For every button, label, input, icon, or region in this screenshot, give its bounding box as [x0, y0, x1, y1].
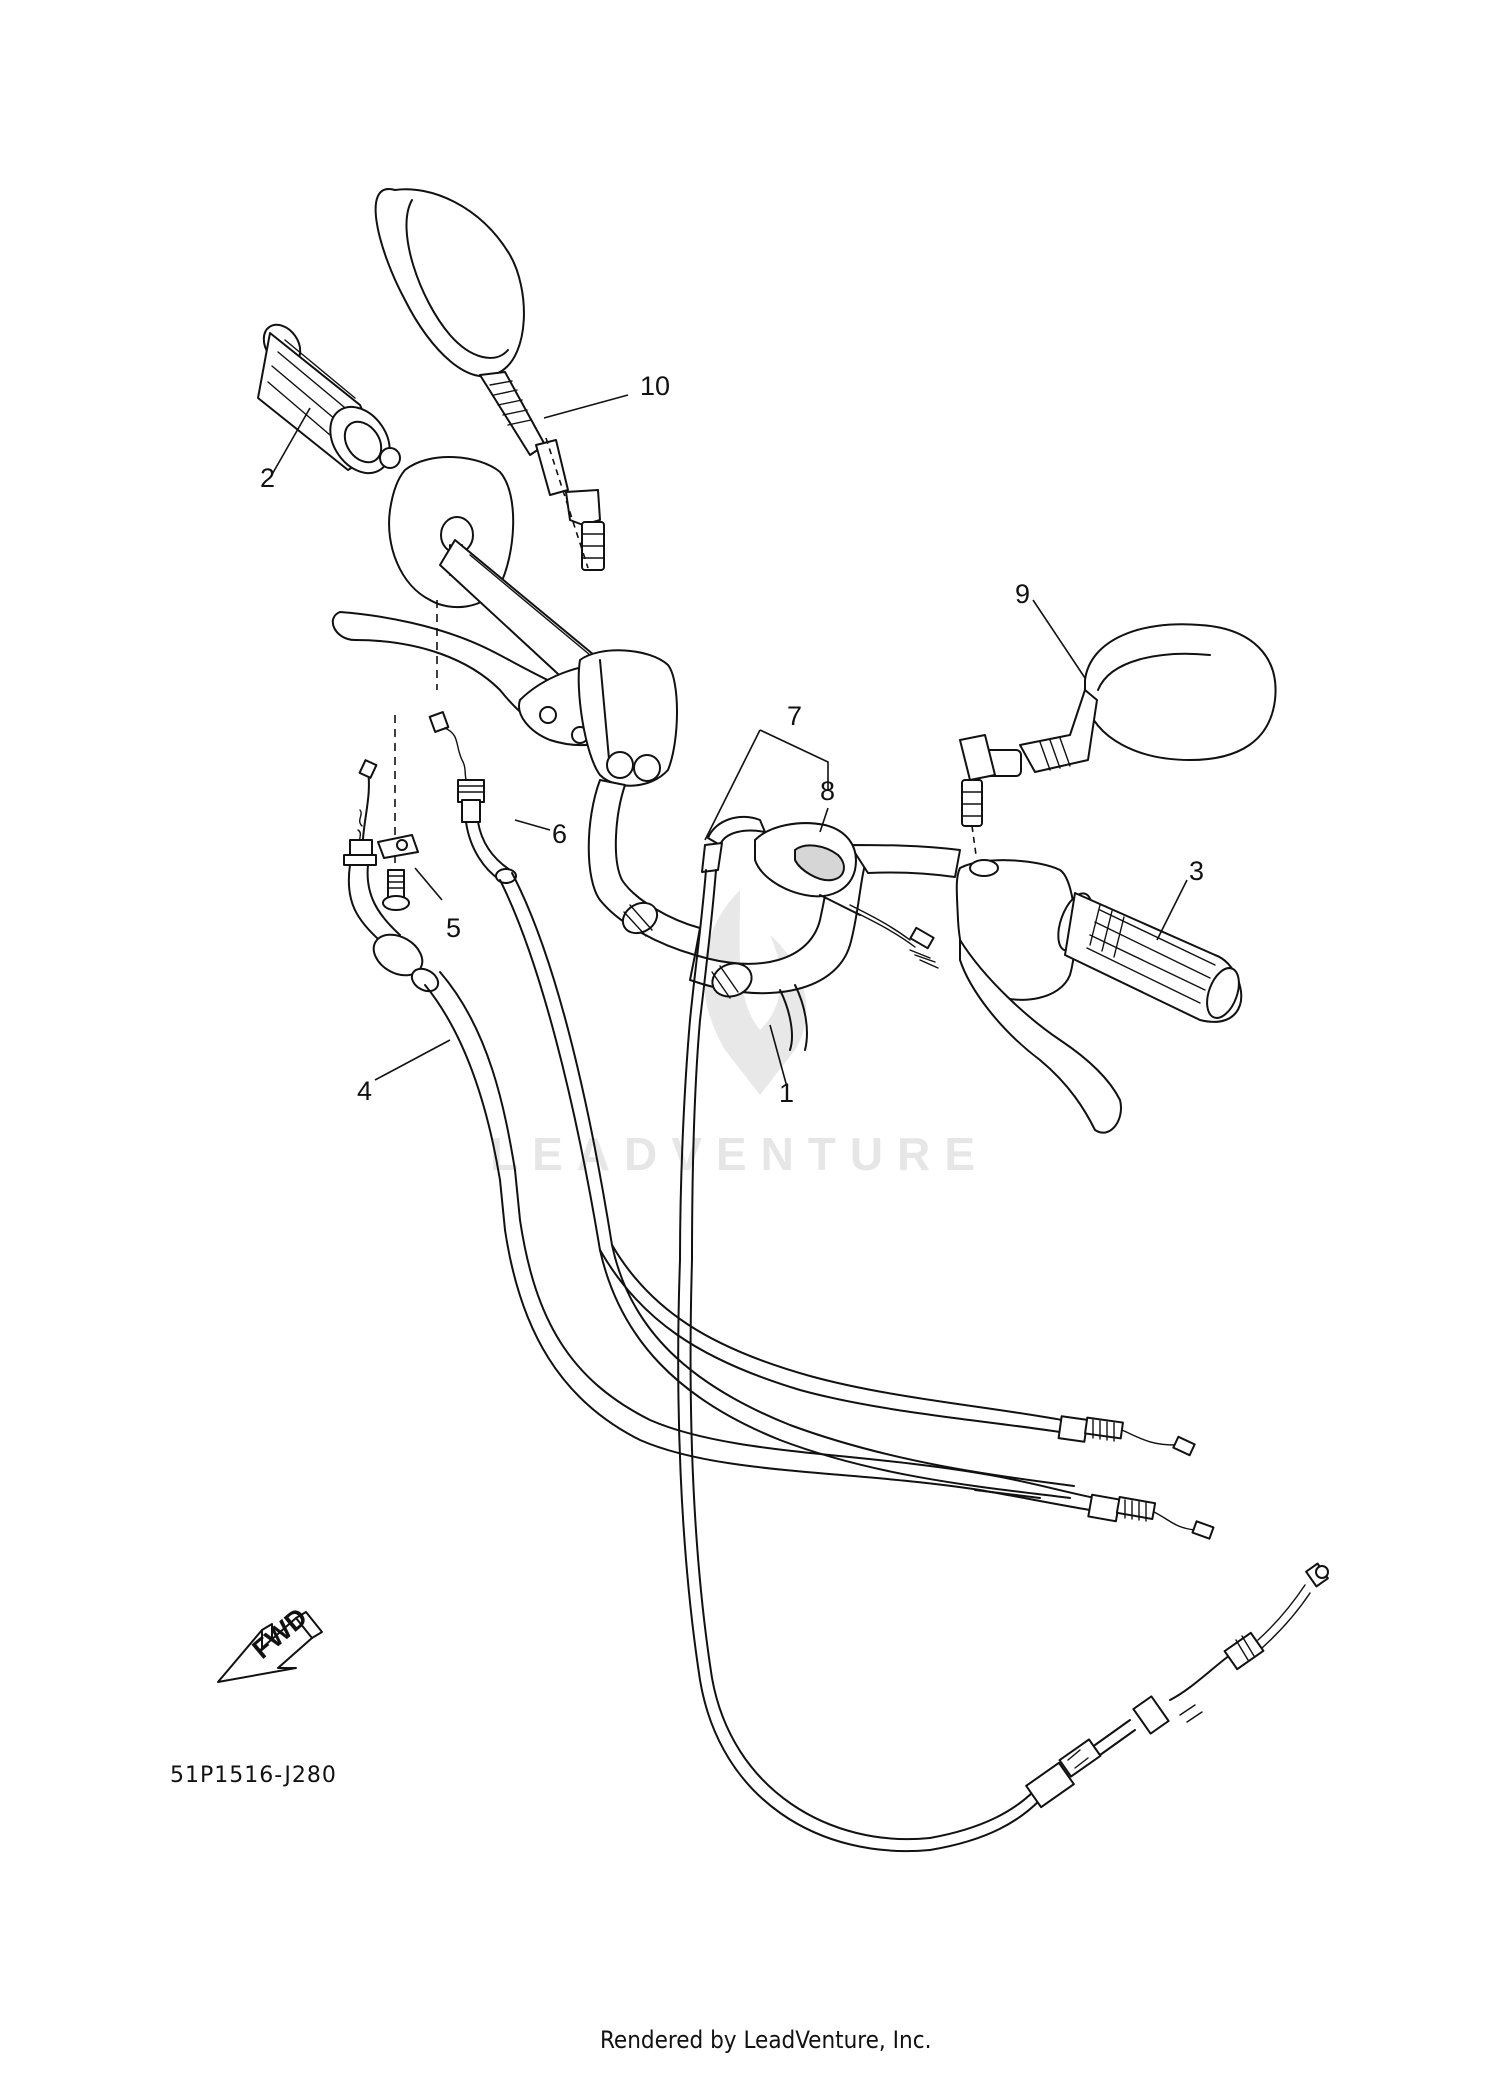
grip-right-part-3[interactable]: [1052, 889, 1245, 1023]
callout-2: 2: [260, 463, 275, 493]
fwd-arrow-icon: FWD: [217, 1602, 323, 1683]
holder-part-8[interactable]: [754, 822, 939, 969]
callout-6: 6: [552, 819, 567, 849]
render-credit-footer: Rendered by LeadVenture, Inc.: [600, 2026, 931, 2054]
callout-10: 10: [640, 371, 670, 401]
left-master-body: [577, 649, 678, 787]
callout-1: 1: [779, 1078, 794, 1108]
grip-left-part-2[interactable]: [256, 318, 402, 485]
mirror-left-part-10[interactable]: [374, 188, 605, 571]
cable-end-upper: [599, 1244, 1196, 1457]
bolt-part-5[interactable]: [377, 834, 419, 911]
watermark-text: LEADVENTURE: [490, 1128, 989, 1180]
cable-part-7[interactable]: [677, 815, 1329, 1852]
right-switch-housing: [955, 859, 1122, 1134]
leadventure-watermark: LEADVENTURE: [490, 890, 989, 1180]
callout-4: 4: [357, 1076, 372, 1106]
callout-3: 3: [1189, 856, 1204, 886]
callout-5: 5: [446, 913, 461, 943]
drawing-code: 51P1516-J280: [170, 1763, 337, 1788]
cable-part-6[interactable]: [428, 711, 1075, 1499]
callouts: 10 2 9 7 8 6 3 5 4 1: [260, 371, 1204, 1108]
callout-9: 9: [1015, 579, 1030, 609]
callout-7: 7: [787, 701, 802, 731]
cable-part-4[interactable]: [343, 759, 1215, 1540]
mirror-right-part-9[interactable]: [959, 623, 1277, 856]
callout-8: 8: [820, 776, 835, 806]
leader-lines: [269, 394, 1188, 1088]
handlebar-part-1[interactable]: [587, 779, 961, 1051]
